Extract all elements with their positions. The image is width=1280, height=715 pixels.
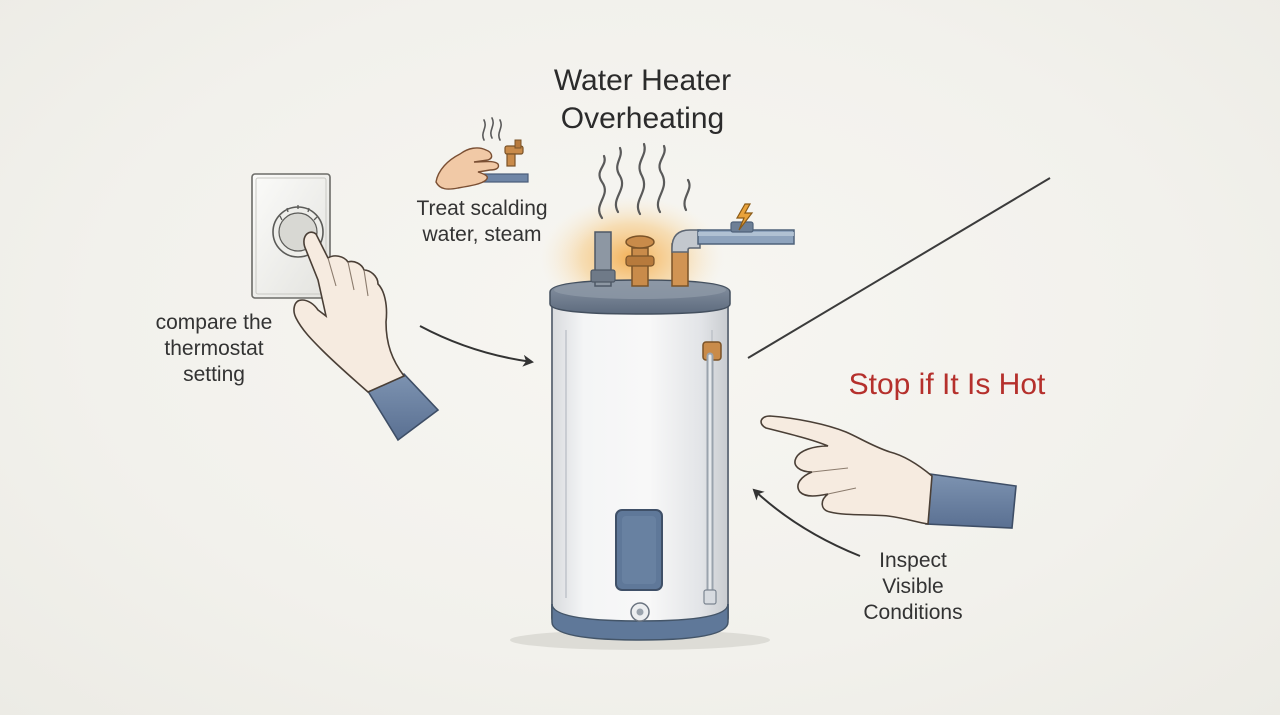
discharge-pipe-end: [703, 589, 717, 605]
drain-valve-center: [636, 608, 644, 616]
label-line: water, steam: [422, 223, 542, 246]
steam-wisp: [636, 142, 646, 216]
label-line: Treat scalding: [416, 197, 548, 220]
faucet-icon: [504, 139, 524, 167]
leader-line: [747, 177, 1051, 359]
steam-icon: [598, 142, 691, 220]
steam-wisp: [614, 146, 624, 214]
gas-valve-stem: [631, 247, 649, 287]
access-panel-inner: [622, 516, 656, 584]
thermostat-plate-inner: [255, 177, 327, 295]
label-line: Inspect: [879, 549, 947, 572]
label-line: thermostat: [164, 337, 264, 360]
finger-creases: [811, 467, 857, 495]
lightning-icon: [735, 203, 754, 231]
label-line: Conditions: [863, 601, 963, 624]
label-line: Visible: [882, 575, 944, 598]
valve-body: [625, 255, 655, 267]
tank-base-band: [551, 603, 729, 641]
title-line: Water Heater: [553, 64, 732, 97]
cold-inlet-nut: [590, 269, 616, 283]
steam-icon: [482, 117, 502, 141]
label-line: setting: [183, 363, 245, 386]
page-title: Water Heater Overheating: [530, 62, 755, 138]
label-inspect-conditions: Inspect Visible Conditions: [843, 548, 983, 626]
arrow-icon: [752, 488, 861, 557]
pointing-hand-icon: [293, 231, 406, 393]
label-compare-thermostat: compare the thermostat setting: [134, 310, 294, 388]
supply-pipe-highlight: [698, 232, 794, 236]
label-treat-scalding: Treat scalding water, steam: [402, 196, 562, 248]
right-hand-group: [760, 415, 1017, 529]
steam-wisp: [683, 178, 691, 212]
top-fittings: [590, 203, 795, 287]
thermostat-group: [251, 173, 440, 442]
sleeve: [925, 473, 1017, 529]
steam-wisp: [656, 144, 666, 214]
title-line: Overheating: [560, 102, 725, 135]
hand-icon: [435, 147, 500, 190]
finger-creases: [327, 257, 369, 297]
connectors: [419, 177, 1051, 557]
label-line: compare the: [155, 311, 273, 334]
scald-icon-group: [435, 117, 529, 190]
steam-wisp: [598, 154, 606, 220]
arrow-icon: [419, 325, 534, 367]
valve-handle-icon: [625, 235, 655, 249]
warning-label: Stop if It Is Hot: [848, 368, 1046, 401]
pipe-elbow: [671, 229, 701, 253]
pointing-hand-icon: [760, 415, 933, 525]
